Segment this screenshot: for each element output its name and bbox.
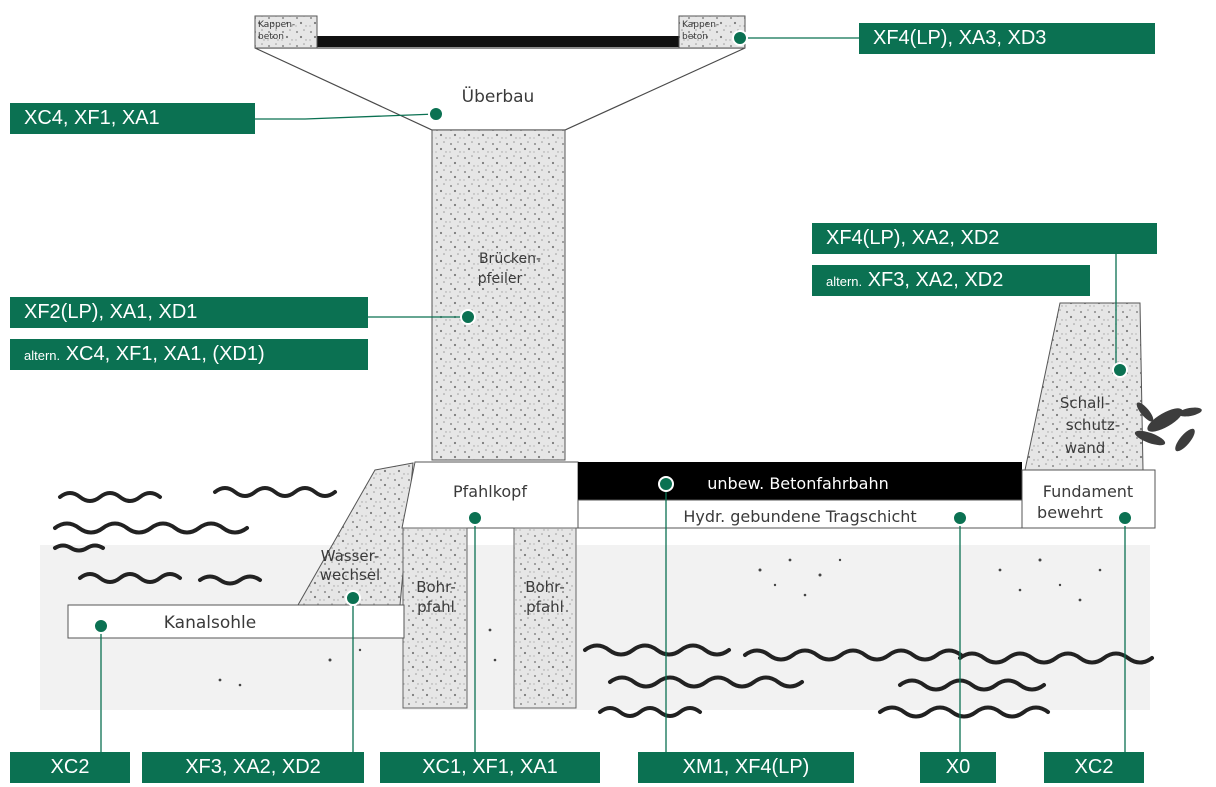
deck-bar bbox=[316, 36, 682, 47]
tag-wand: XF4(LP), XA2, XD2 bbox=[812, 223, 1157, 254]
tag-kanalsohle: XC2 bbox=[10, 752, 130, 783]
kappenbeton-left-label-2: beton bbox=[258, 32, 284, 42]
bohrpfahl-right-shape bbox=[513, 527, 577, 709]
pfeiler-label-1: Brücken- bbox=[479, 251, 541, 267]
kappe-left bbox=[254, 15, 318, 49]
leader-lines bbox=[100, 37, 1126, 752]
plant-icon bbox=[1134, 402, 1202, 452]
bohrpfahl-left-label-2: pfahl bbox=[417, 598, 455, 616]
kappenbeton-left-label-1: Kappen- bbox=[258, 20, 295, 30]
tag-pfeiler-alt: altern. XC4, XF1, XA1, (XD1) bbox=[10, 339, 368, 370]
fundament-label-2: bewehrt bbox=[1037, 503, 1103, 522]
soil-scribbles bbox=[53, 486, 1154, 719]
tragschicht-shape bbox=[577, 499, 1023, 529]
ueberbau-label: Überbau bbox=[462, 85, 535, 107]
kappenbeton-right-label-1: Kappen- bbox=[682, 20, 719, 30]
bohrpfahl-left-label-1: Bohr- bbox=[416, 578, 456, 596]
tag-pfeiler: XF2(LP), XA1, XD1 bbox=[10, 297, 368, 328]
betonfahrbahn-label: unbew. Betonfahrbahn bbox=[707, 474, 889, 493]
tag-pfeiler-alt-value: XC4, XF1, XA1, (XD1) bbox=[65, 343, 265, 365]
diagram-labels: Kappen- beton Kappen- beton Überbau Brüc… bbox=[164, 20, 1133, 633]
kanalsohle-shape bbox=[67, 604, 405, 639]
pfeiler-shape bbox=[431, 129, 566, 461]
bohrpfahl-right-label-1: Bohr- bbox=[525, 578, 565, 596]
tag-wand-alt: altern. XF3, XA2, XD2 bbox=[812, 265, 1090, 296]
kappenbeton-right-label-2: beton bbox=[682, 32, 708, 42]
fundament-label-1: Fundament bbox=[1043, 482, 1133, 501]
tag-pfahlkopf: XC1, XF1, XA1 bbox=[380, 752, 600, 783]
schallschutzwand-label-3: wand bbox=[1065, 439, 1106, 457]
schallschutzwand-label-2: schutz- bbox=[1066, 416, 1120, 434]
tag-wasserwechsel: XF3, XA2, XD2 bbox=[142, 752, 364, 783]
sand-dots bbox=[218, 558, 1102, 687]
tag-tragschicht: X0 bbox=[920, 752, 996, 783]
tag-pfeiler-alt-prefix: altern. bbox=[24, 348, 61, 363]
tag-wand-alt-prefix: altern. bbox=[826, 274, 863, 289]
wasserwechsel-label-1: Wasser- bbox=[321, 547, 380, 565]
tag-ueberbau: XC4, XF1, XA1 bbox=[10, 103, 255, 134]
tag-kappe: XF4(LP), XA3, XD3 bbox=[859, 23, 1155, 54]
pfeiler-label-2: pfeiler bbox=[478, 271, 523, 287]
tag-fahrbahn: XM1, XF4(LP) bbox=[638, 752, 854, 783]
betonfahrbahn-shape bbox=[578, 462, 1022, 500]
bohrpfahl-left-shape bbox=[402, 527, 468, 709]
tag-fundament: XC2 bbox=[1044, 752, 1144, 783]
schallschutzwand-label-1: Schall- bbox=[1060, 394, 1110, 412]
tag-wand-alt-value: XF3, XA2, XD2 bbox=[867, 269, 1004, 291]
pfahlkopf-label: Pfahlkopf bbox=[453, 482, 527, 501]
tragschicht-label: Hydr. gebundene Tragschicht bbox=[683, 507, 916, 526]
kanalsohle-label: Kanalsohle bbox=[164, 613, 256, 633]
bohrpfahl-right-label-2: pfahl bbox=[526, 598, 564, 616]
anchor-dots bbox=[93, 30, 1133, 634]
wasserwechsel-label-2: wechsel bbox=[320, 566, 380, 584]
